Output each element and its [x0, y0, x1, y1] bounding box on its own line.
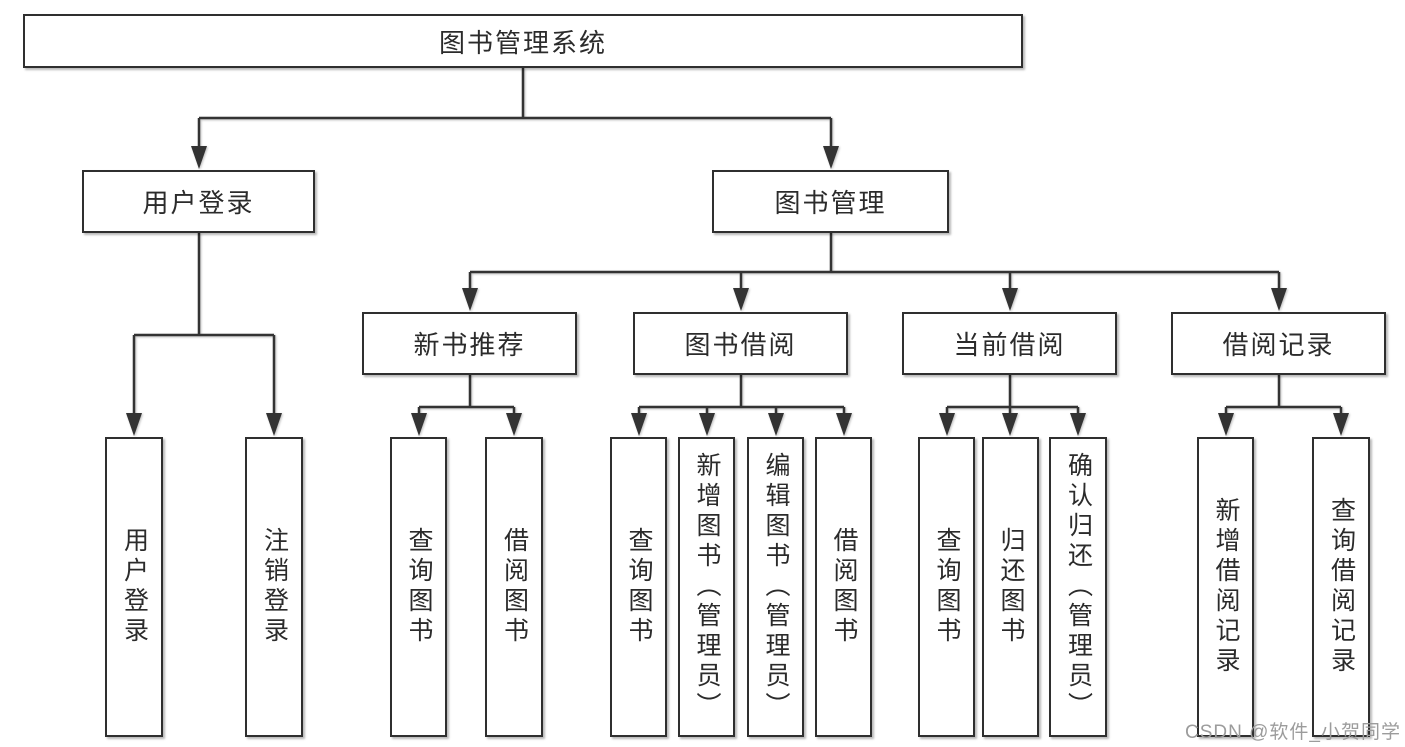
- arrowhead-icon: [1002, 288, 1018, 311]
- arrowhead-icon: [506, 413, 522, 436]
- node-label: 图书管理: [774, 188, 887, 218]
- arrowhead-icon: [1271, 288, 1287, 311]
- node-leaf-borrow-books: 借阅图书: [815, 437, 872, 737]
- node-label: 归还图书: [997, 527, 1025, 647]
- node-leaf-query-books: 查询图书: [610, 437, 667, 737]
- node-label: 借阅图书: [500, 527, 529, 647]
- node-borrow-record: 借阅记录: [1171, 312, 1386, 375]
- connector-borrow-record-to-children: [1218, 375, 1349, 436]
- node-leaf-borrow-books: 借阅图书: [485, 437, 543, 737]
- node-new-book-recommend: 新书推荐: [362, 312, 577, 375]
- arrowhead-icon: [1002, 413, 1018, 436]
- arrowhead-icon: [462, 288, 478, 311]
- arrowhead-icon: [768, 413, 784, 436]
- node-leaf-logout: 注销登录: [245, 437, 303, 737]
- connector-root-to-children: [191, 68, 839, 169]
- node-label: 确认归还（管理员）: [1064, 452, 1093, 722]
- arrowhead-icon: [191, 146, 207, 169]
- node-label: 用户登录: [120, 527, 149, 647]
- node-leaf-edit-books-admin: 编辑图书（管理员）: [747, 437, 804, 737]
- arrowhead-icon: [836, 413, 852, 436]
- arrowhead-icon: [1070, 413, 1086, 436]
- node-label: 编辑图书（管理员）: [762, 452, 790, 722]
- node-label: 图书借阅: [684, 330, 797, 360]
- node-library-system: 图书管理系统: [23, 14, 1023, 68]
- node-label: 查询图书: [933, 527, 961, 647]
- node-leaf-user-login: 用户登录: [105, 437, 163, 737]
- arrowhead-icon: [411, 413, 427, 436]
- node-label: 查询图书: [625, 527, 653, 647]
- node-label: 用户登录: [142, 188, 255, 218]
- node-leaf-query-borrow-record: 查询借阅记录: [1312, 437, 1370, 737]
- arrowhead-icon: [1218, 413, 1234, 436]
- node-label: 新书推荐: [413, 330, 526, 360]
- node-book-management: 图书管理: [712, 170, 949, 233]
- node-user-login: 用户登录: [82, 170, 315, 233]
- node-label: 借阅图书: [830, 527, 858, 647]
- node-label: 注销登录: [260, 527, 289, 647]
- connector-current-borrow-to-children: [939, 375, 1086, 436]
- connector-new-book-recommend-to-children: [411, 375, 522, 436]
- csdn-watermark: CSDN @软件_小贺同学: [1185, 722, 1401, 743]
- arrowhead-icon: [699, 413, 715, 436]
- arrowhead-icon: [266, 413, 282, 436]
- arrowhead-icon: [126, 413, 142, 436]
- node-label: 新增借阅记录: [1212, 497, 1240, 677]
- node-current-borrow: 当前借阅: [902, 312, 1117, 375]
- connector-book-borrow-to-children: [631, 375, 852, 436]
- arrowhead-icon: [1333, 413, 1349, 436]
- connector-book-management-to-children: [462, 233, 1287, 311]
- arrowhead-icon: [631, 413, 647, 436]
- node-label: 借阅记录: [1222, 330, 1335, 360]
- connector-user-login-to-children: [126, 233, 282, 436]
- node-label: 查询图书: [405, 527, 433, 647]
- arrowhead-icon: [733, 288, 749, 311]
- node-leaf-add-books-admin: 新增图书（管理员）: [678, 437, 735, 737]
- arrowhead-icon: [823, 146, 839, 169]
- node-label: 查询借阅记录: [1327, 497, 1356, 677]
- node-label: 图书管理系统: [438, 27, 607, 58]
- arrowhead-icon: [939, 413, 955, 436]
- node-leaf-query-books: 查询图书: [390, 437, 447, 737]
- node-label: 当前借阅: [953, 330, 1066, 360]
- node-leaf-query-books: 查询图书: [918, 437, 975, 737]
- node-leaf-return-books: 归还图书: [982, 437, 1039, 737]
- node-book-borrow: 图书借阅: [633, 312, 848, 375]
- node-label: 新增图书（管理员）: [693, 452, 721, 722]
- node-leaf-confirm-return-admin: 确认归还（管理员）: [1049, 437, 1107, 737]
- node-leaf-add-borrow-record: 新增借阅记录: [1197, 437, 1254, 737]
